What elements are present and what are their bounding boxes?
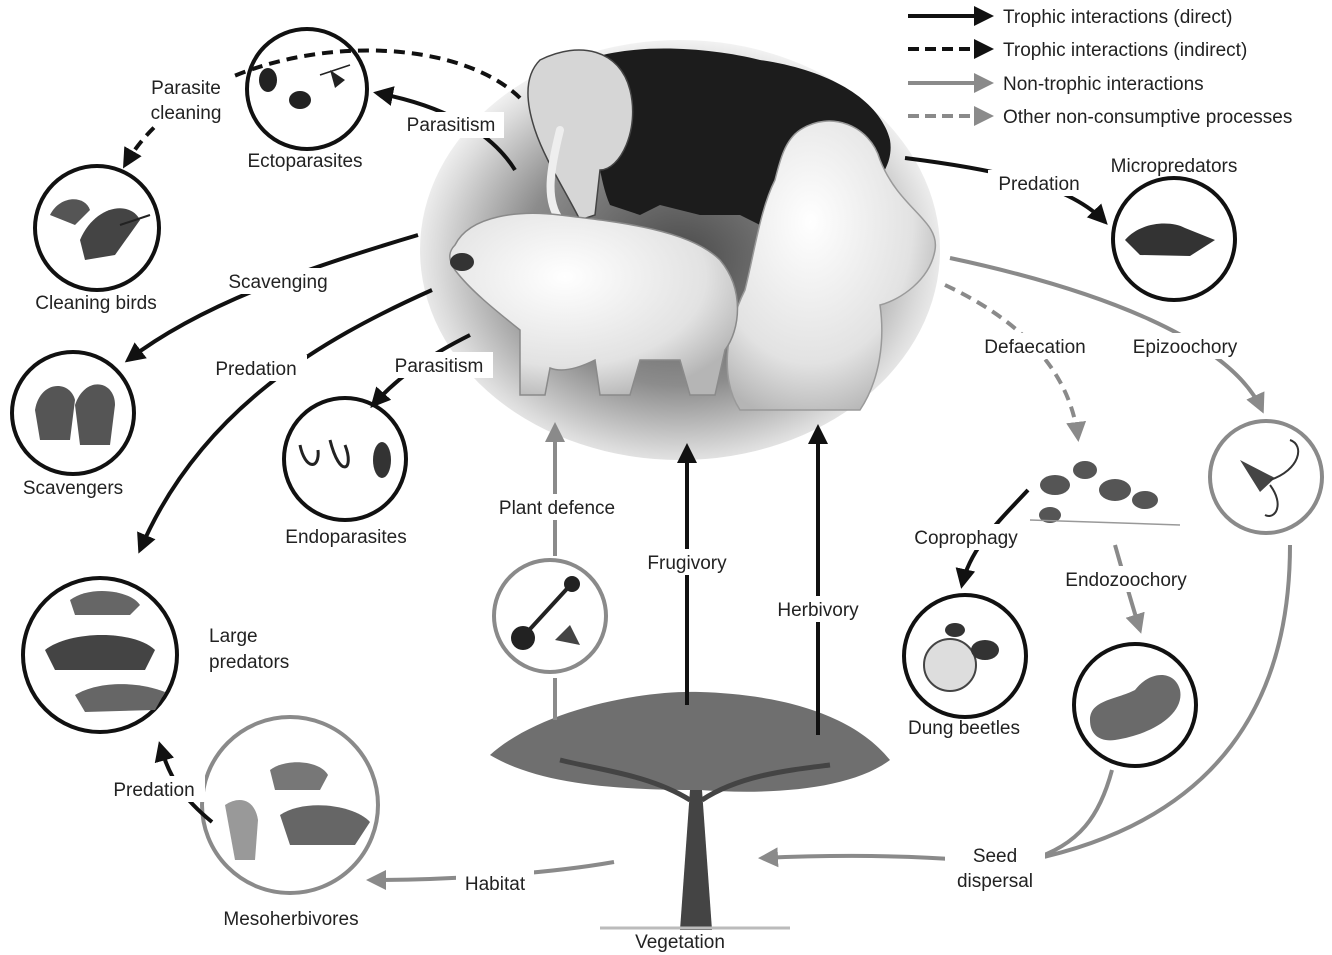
frugivory-label: Frugivory [647, 553, 727, 574]
node-plant-defence [494, 560, 606, 672]
legend-other: Other non-consumptive processes [908, 107, 1292, 128]
scavengers-label: Scavengers [23, 478, 123, 499]
parasite-cleaning-label-2: cleaning [151, 103, 222, 124]
habitat-label: Habitat [465, 874, 526, 895]
legend-indirect-label: Trophic interactions (indirect) [1003, 40, 1247, 61]
tree-trunk [680, 790, 712, 930]
arrow-defaecation [945, 285, 1078, 438]
plant-defence-label: Plant defence [499, 498, 615, 519]
dung-beetles-label: Dung beetles [908, 718, 1020, 739]
node-vegetation: Vegetation [490, 692, 890, 953]
arrow-seed-dispersal [762, 856, 965, 860]
legend-direct-label: Trophic interactions (direct) [1003, 7, 1232, 28]
node-scavengers: Scavengers [12, 352, 134, 499]
node-epizoochory-seed [1210, 421, 1322, 533]
node-mesoherbivores: Mesoherbivores [202, 717, 378, 930]
cleaning-birds-label: Cleaning birds [35, 293, 156, 314]
legend-direct: Trophic interactions (direct) [908, 7, 1232, 28]
large-predators-label-2: predators [209, 652, 289, 673]
tree-canopy [490, 692, 890, 792]
node-cleaning-birds: Cleaning birds [35, 166, 159, 314]
endozoochory-label: Endozoochory [1065, 570, 1187, 591]
legend-nontrophic-label: Non-trophic interactions [1003, 74, 1204, 95]
dung-pile-icon [1030, 461, 1180, 525]
predation-meso-label: Predation [113, 780, 194, 801]
ectoparasites-label: Ectoparasites [247, 151, 362, 172]
endoparasites-label: Endoparasites [285, 527, 406, 548]
legend: Trophic interactions (direct) Trophic in… [908, 7, 1292, 128]
coprophagy-label: Coprophagy [914, 528, 1018, 549]
vegetation-label: Vegetation [635, 932, 725, 953]
parasitism-ecto-label: Parasitism [407, 115, 496, 136]
parasite-cleaning-label-1: Parasite [151, 78, 221, 99]
seed-dispersal-label-2: dispersal [957, 871, 1033, 892]
node-endoparasites: Endoparasites [284, 398, 407, 548]
legend-nontrophic: Non-trophic interactions [908, 74, 1204, 95]
epizoochory-label: Epizoochory [1133, 337, 1238, 358]
seed-dispersal-label-1: Seed [973, 846, 1017, 867]
legend-indirect: Trophic interactions (indirect) [908, 40, 1247, 61]
predation-large-label: Predation [215, 359, 296, 380]
mesoherbivores-label: Mesoherbivores [223, 909, 358, 930]
megafauna-center [420, 40, 940, 460]
node-large-predators: Large predators [23, 578, 289, 732]
node-dung [1030, 461, 1180, 525]
parasitism-endo-label: Parasitism [395, 356, 484, 377]
node-micropredators: Micropredators [1111, 156, 1238, 300]
legend-other-label: Other non-consumptive processes [1003, 107, 1292, 128]
large-predators-label-1: Large [209, 626, 258, 647]
micropredators-label: Micropredators [1111, 156, 1238, 177]
predation-micro-label: Predation [998, 174, 1079, 195]
scavenging-label: Scavenging [228, 272, 327, 293]
node-fruit [1074, 644, 1196, 766]
defaecation-label: Defaecation [984, 337, 1085, 358]
arrow-scavenging [128, 235, 418, 360]
herbivory-label: Herbivory [777, 600, 859, 621]
node-dung-beetles: Dung beetles [904, 595, 1026, 739]
